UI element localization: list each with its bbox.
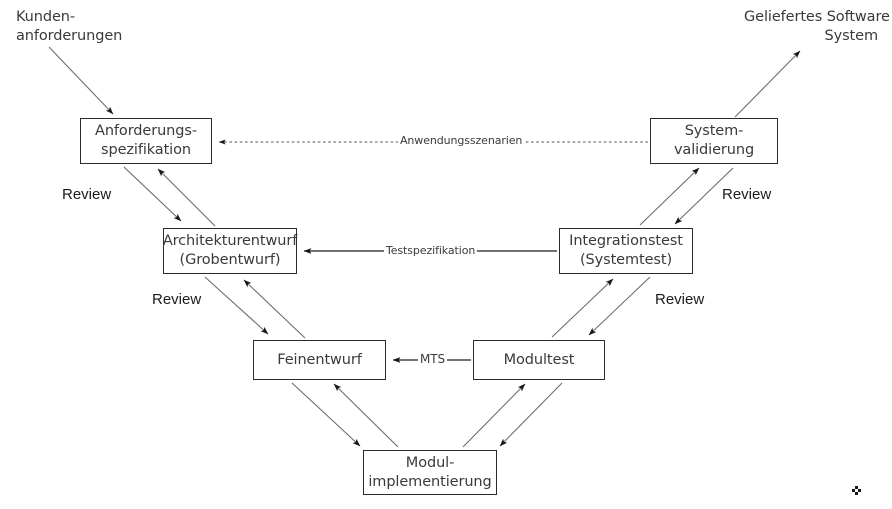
edge-modulimplementierung-to-feinentwurf [333,383,399,448]
edge-modultest-to-integrationstest [551,278,614,338]
label-review-right-top: Review [722,186,772,203]
node-modultest-line-1: Modultest [503,351,575,368]
node-modultest[interactable]: Modultest [473,340,605,380]
mouse-cursor-artifact [852,486,861,495]
label-review-right-bottom: Review [655,291,705,308]
node-modulimplementierung-line-2: implementierung [368,473,492,490]
edge-feinentwurf-to-modulimplementierung [291,382,361,447]
edge-modultest-to-modulimplementierung [499,382,563,447]
label-geliefertes-software-system-line-1: Geliefertes Software [744,9,890,25]
label-kundenanforderungen: Kunden- anforderungen [16,8,122,46]
label-geliefertes-software-system: Geliefertes Software System [744,8,890,46]
label-kundenanforderungen-line-2: anforderungen [16,27,123,44]
node-architekturentwurf[interactable]: Architekturentwurf (Grobentwurf) [163,228,297,274]
edge-anforderungsspezifikation-to-architekturentwurf [123,166,182,222]
node-feinentwurf-line-1: Feinentwurf [277,351,362,368]
edge-integrationstest-to-modultest [588,276,651,336]
label-kundenanforderungen-line-1: Kunden- [16,9,76,25]
edge-architekturentwurf-to-anforderungsspezifikation [157,168,216,227]
label-geliefertes-software-system-line-2: System [824,27,879,44]
edge-systemvalidierung-to-integrationstest [674,167,734,225]
edge-kundenanforderungen-to-anforderungsspezifikation [48,46,114,115]
label-review-left-bottom: Review [152,291,202,308]
node-feinentwurf[interactable]: Feinentwurf [253,340,386,380]
node-architekturentwurf-line-2: (Grobentwurf) [179,252,281,268]
label-anwendungsszenarien: Anwendungsszenarien [398,134,525,147]
label-mts: MTS [418,352,448,366]
edge-modulimplementierung-to-modultest [462,383,526,448]
node-modulimplementierung[interactable]: Modul- implementierung [363,450,497,495]
edge-integrationstest-to-systemvalidierung [639,167,700,226]
label-testspezifikation: Testspezifikation [384,244,478,257]
edge-architekturentwurf-to-feinentwurf [204,276,269,335]
node-systemvalidierung[interactable]: System- validierung [650,118,778,164]
node-anforderungsspezifikation-line-2: spezifikation [101,142,191,158]
node-integrationstest[interactable]: Integrationstest (Systemtest) [559,228,693,274]
label-review-left-top: Review [62,186,112,203]
node-anforderungsspezifikation[interactable]: Anforderungs- spezifikation [80,118,212,164]
node-modulimplementierung-line-1: Modul- [405,454,455,471]
node-integrationstest-line-2: (Systemtest) [579,252,673,268]
edge-systemvalidierung-to-geliefertes-software-system [734,50,801,118]
edge-feinentwurf-to-architekturentwurf [243,279,306,339]
node-systemvalidierung-line-2: validierung [673,142,755,158]
node-integrationstest-line-1: Integrationstest [569,233,683,250]
node-architekturentwurf-line-1: Architekturentwurf [162,233,298,250]
node-anforderungsspezifikation-line-1: Anforderungs- [95,123,197,140]
node-systemvalidierung-line-1: System- [684,123,744,140]
